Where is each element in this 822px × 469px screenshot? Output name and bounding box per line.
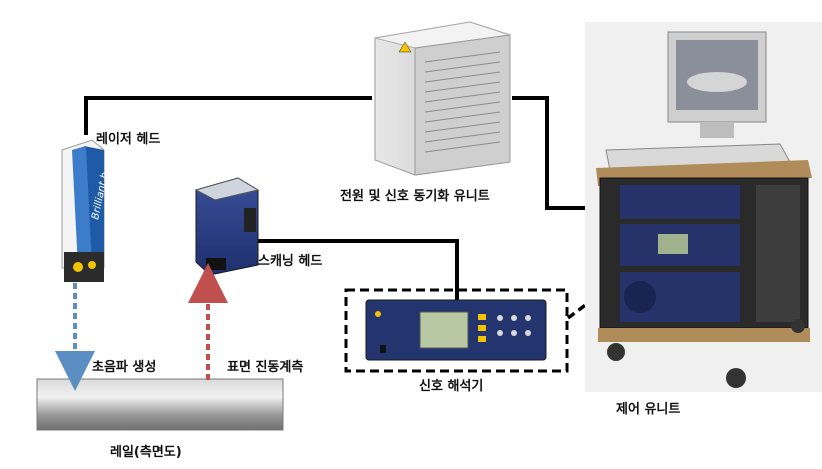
line-power-to-control — [512, 96, 596, 210]
line-scanning-to-analyzer — [250, 239, 459, 300]
scanning-head — [194, 177, 260, 276]
signal-analyzer-label: 신호 해석기 — [419, 379, 484, 394]
line-laser-to-power — [84, 96, 372, 135]
signal-analyzer — [365, 299, 547, 361]
laser-head-label: 레이저 헤드 — [96, 132, 161, 147]
rail-label: 레일(측면도) — [110, 445, 182, 460]
ultrasound-label: 초음파 생성 — [92, 360, 157, 375]
surface-vibration-label: 표면 진동계측 — [227, 360, 304, 375]
laser-head — [61, 139, 105, 282]
control-unit-label: 제어 유니트 — [616, 402, 681, 417]
power-sync-unit — [374, 21, 511, 176]
connection-lines — [84, 96, 596, 300]
control-unit — [585, 22, 822, 392]
signal-analyzer-frame — [344, 288, 569, 373]
rail — [36, 378, 284, 431]
scanning-head-label: 스캐닝 헤드 — [258, 254, 323, 269]
power-sync-unit-label: 전원 및 신호 동기화 유니트 — [340, 189, 490, 204]
